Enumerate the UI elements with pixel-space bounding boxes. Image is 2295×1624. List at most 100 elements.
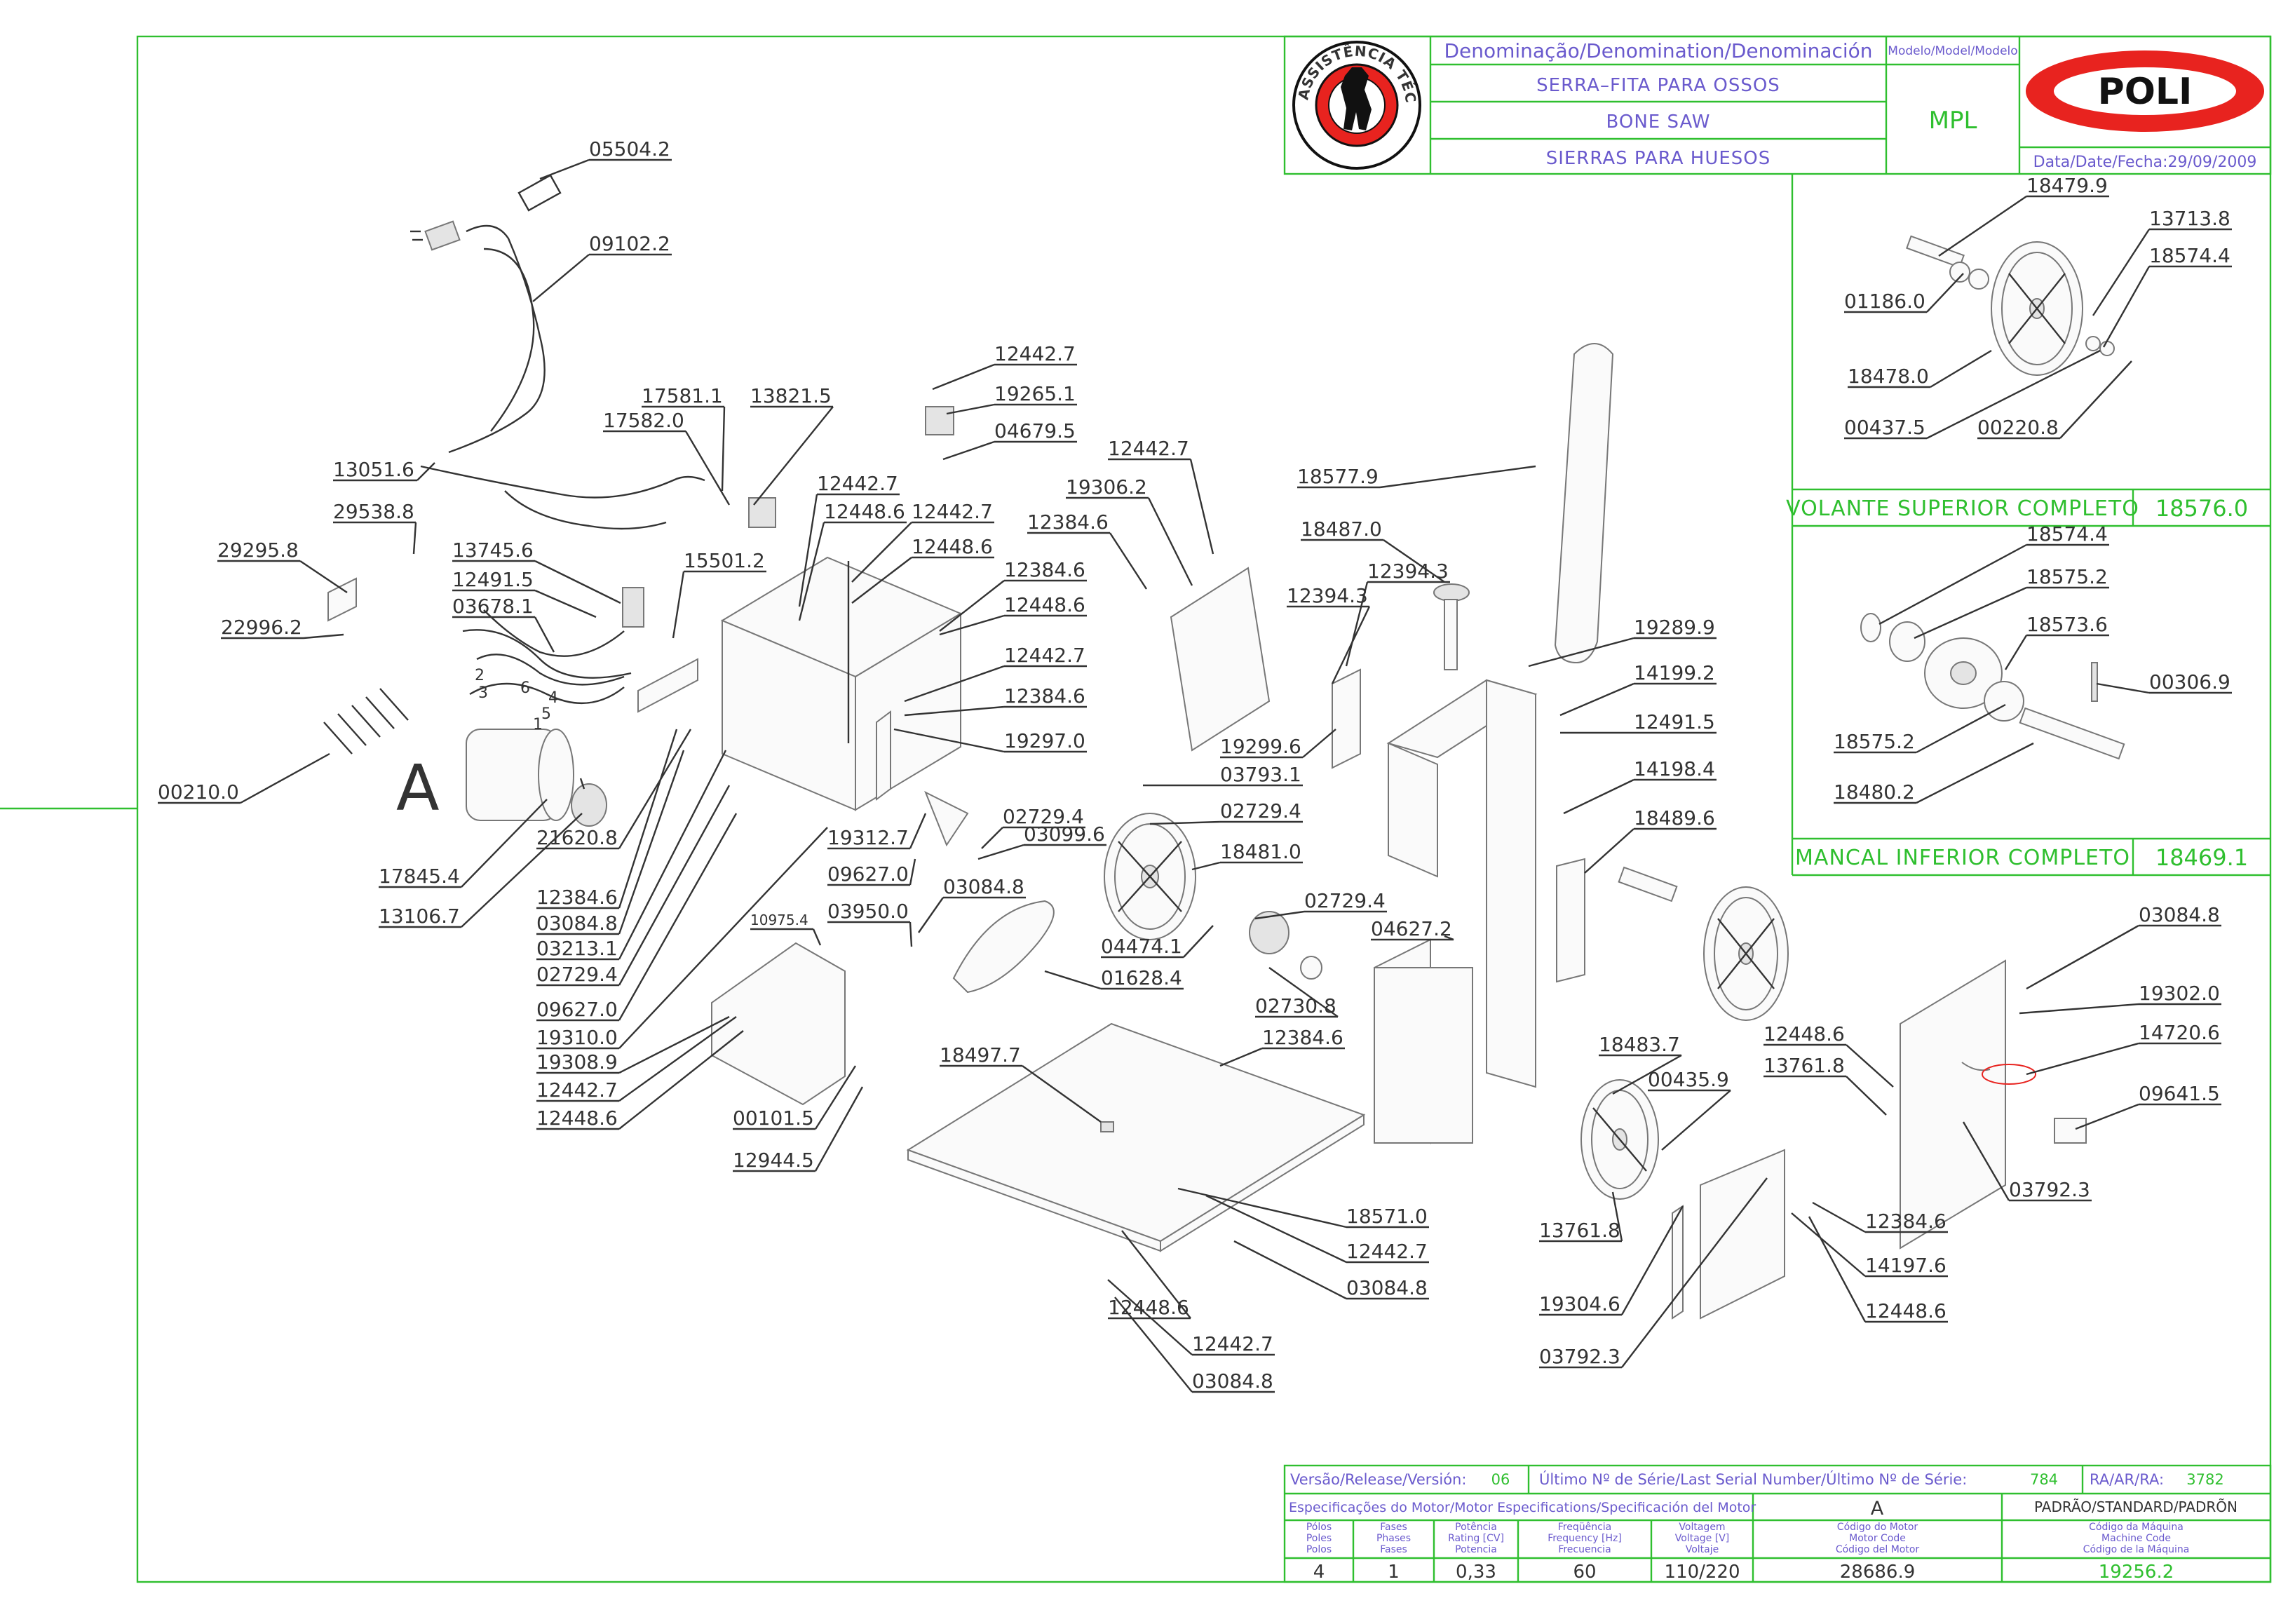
callout-leader (1916, 703, 2006, 754)
part-number-label: 05504.2 (589, 137, 670, 161)
part-number-label: 12384.6 (1262, 1026, 1343, 1049)
callout-leader (618, 729, 692, 849)
callout-leader (417, 462, 435, 481)
callout-leader (1926, 349, 2101, 440)
callout-leader (939, 580, 1005, 632)
callout-leader (1189, 459, 1214, 555)
inset-title-upper-wheel: VOLANTE SUPERIOR COMPLETO (1786, 496, 2139, 521)
callout-leader (618, 1016, 737, 1102)
tension-arm (924, 790, 969, 847)
serial-value: 784 (2030, 1471, 2058, 1488)
callout-leader (618, 1015, 730, 1074)
wire-number-4: 4 (548, 689, 558, 707)
motor-spec-label: Especificações do Motor/Motor Especifica… (1289, 1500, 1756, 1515)
tension-knob (1433, 583, 1470, 670)
part-number-label: 02729.4 (1003, 805, 1084, 828)
footer-column-header: Código del Motor (1836, 1544, 1920, 1555)
footer-column-header: Potência (1455, 1522, 1497, 1533)
footer-column-header: Voltaje (1686, 1544, 1719, 1555)
callout-leader (618, 813, 738, 1021)
model-label: Modelo/Model/Modelo (1888, 44, 2017, 58)
footer-column-header: Código do Motor (1837, 1522, 1918, 1533)
callout-leader (672, 571, 685, 639)
inset-panels: VOLANTE SUPERIOR COMPLETO 18576.0 MANCAL… (1786, 174, 2270, 877)
callout-leader (534, 616, 555, 653)
inset-title-lower-bearing: MANCAL INFERIOR COMPLETO (1795, 846, 2130, 870)
footer-column-header: Potencia (1455, 1544, 1497, 1555)
part-number-label: 03099.6 (1024, 823, 1105, 846)
motor: A (396, 729, 607, 827)
callout-leader (939, 614, 1005, 636)
part-number-label: 04474.1 (1101, 935, 1182, 958)
part-number-label: 12442.7 (817, 472, 898, 495)
part-number-label: 00306.9 (2149, 670, 2230, 693)
part-number-label: 03084.8 (1346, 1276, 1428, 1299)
part-number-label: 00101.5 (733, 1107, 814, 1130)
callout-leader (2026, 924, 2139, 990)
footer-column-header: Fases (1380, 1544, 1407, 1555)
callout-leader (1233, 1240, 1347, 1300)
callout-leader (1379, 465, 1536, 489)
part-number-label: 12442.7 (1004, 644, 1085, 667)
callout-leader (1177, 1187, 1347, 1229)
part-number-label: 13051.6 (333, 458, 414, 481)
callout-leader (1205, 1194, 1347, 1264)
callout-leader (618, 785, 731, 986)
version-label: Versão/Release/Versión: (1290, 1471, 1466, 1488)
lower-guard (1700, 1149, 1785, 1320)
part-number-label: 19265.1 (994, 382, 1076, 405)
callout-leader (1612, 1054, 1682, 1095)
wire-terminals (323, 688, 409, 755)
callout-leader (1791, 1212, 1866, 1277)
blade-guard (1556, 858, 1585, 983)
part-number-label: 03084.8 (2139, 903, 2220, 926)
ra-value: 3782 (2186, 1471, 2223, 1488)
callout-leader (1812, 1201, 1866, 1233)
part-number-label: 12448.6 (824, 500, 905, 523)
callout-leader (2075, 1103, 2139, 1130)
part-number-label: 12442.7 (1108, 437, 1189, 460)
callout-leader (532, 254, 590, 302)
part-number-label: 18571.0 (1346, 1205, 1428, 1228)
parts-drawing: A (323, 174, 2125, 1320)
part-number-label: 12442.7 (1192, 1332, 1273, 1355)
callout-leader (981, 827, 1003, 849)
callout-leader (1444, 935, 1454, 941)
callout-leader (1331, 606, 1371, 684)
callout-leader (1930, 349, 1992, 388)
part-number-label: 12491.5 (452, 568, 534, 591)
callout-leader (1962, 1121, 2010, 1201)
part-number-label: 18497.7 (940, 1043, 1021, 1067)
part-number-label: 18573.6 (2026, 613, 2108, 636)
callout-leader (798, 522, 825, 621)
part-number-label: 03213.1 (536, 937, 618, 960)
callout-leader (684, 431, 731, 506)
callout-leader (618, 827, 828, 1049)
callout-leader (1916, 742, 2034, 804)
part-number-label: 04679.5 (994, 419, 1076, 442)
footer-column-header: Pólos (1306, 1522, 1332, 1533)
part-number-label: 12448.6 (1865, 1299, 1947, 1322)
vertical-bracket (876, 710, 891, 801)
callout-leader (1926, 273, 1964, 313)
date-label: Data/Date/Fecha:29/09/2009 (2033, 154, 2257, 171)
part-number-label: 22996.2 (221, 616, 302, 639)
saw-table (906, 1022, 1366, 1252)
callout-leader (303, 633, 344, 640)
footer-column-value: 110/220 (1664, 1562, 1740, 1583)
footer-column-value: 1 (1388, 1562, 1400, 1583)
part-number-label: 01186.0 (1844, 290, 1925, 313)
part-number-label: 17845.4 (379, 865, 460, 888)
callout-leader (461, 813, 583, 928)
part-number-label: 17581.1 (642, 384, 723, 407)
callout-leader (534, 589, 597, 618)
access-door (1900, 959, 2006, 1250)
part-number-label: 14199.2 (1634, 661, 1715, 684)
callout-leader (1147, 497, 1193, 586)
part-number-label: 18481.0 (1220, 840, 1301, 863)
denomination-label: Denominação/Denomination/Denominación (1444, 39, 1872, 62)
terminal-box (622, 587, 644, 628)
lower-wheel (1580, 1079, 1659, 1200)
part-number-label: 18489.6 (1634, 806, 1715, 830)
